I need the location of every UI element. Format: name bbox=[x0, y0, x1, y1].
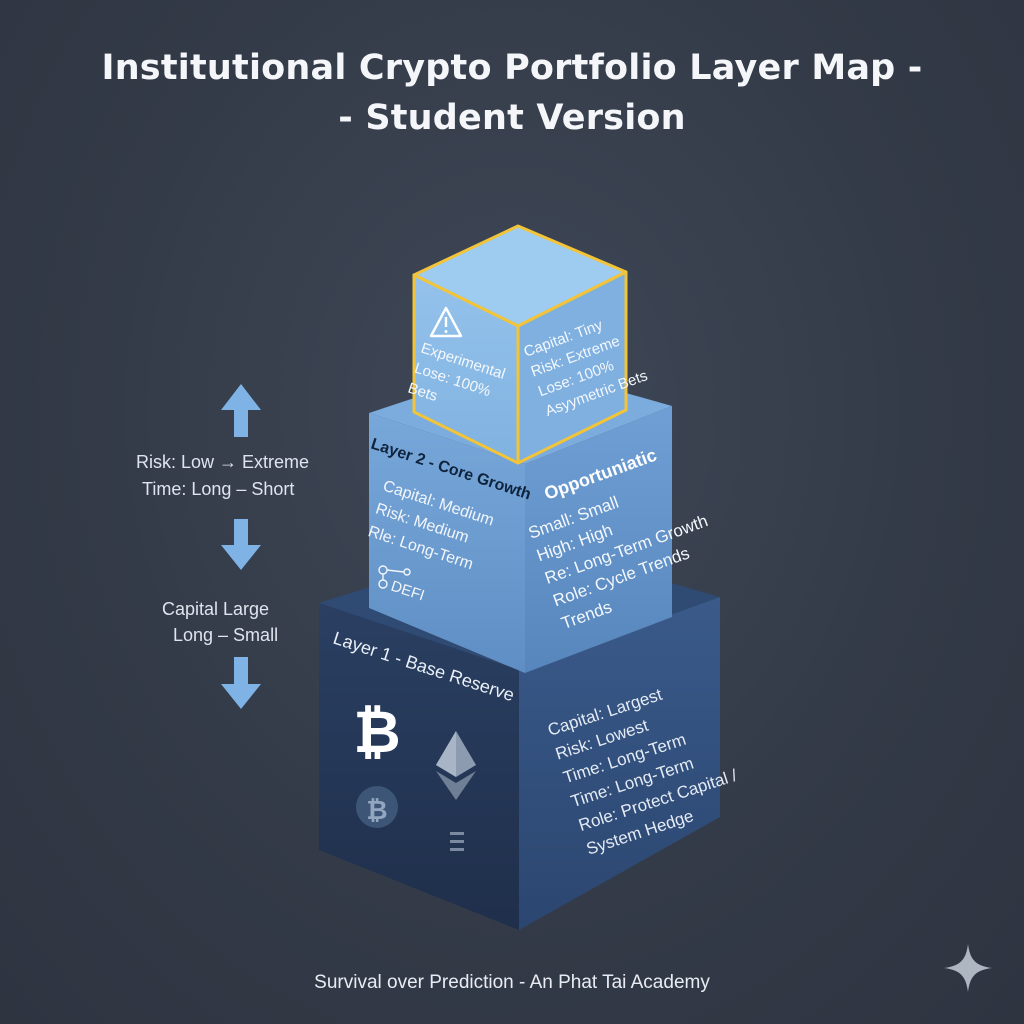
page-title-line-2: - Student Version bbox=[338, 98, 686, 138]
bitcoin-icon: ₿ bbox=[353, 700, 400, 765]
bitcoin-coin-icon: ₿ bbox=[356, 786, 398, 828]
ethereum-icon bbox=[436, 731, 476, 800]
page-title-line-1: Institutional Crypto Portfolio Layer Map… bbox=[101, 48, 923, 88]
sparkle-icon bbox=[944, 944, 992, 992]
svg-text:₿: ₿ bbox=[366, 795, 387, 825]
legend-risk-label: Risk: Low → Extreme bbox=[136, 452, 310, 472]
legend-time-label: Time: Long – Short bbox=[142, 479, 295, 499]
svg-text:₿: ₿ bbox=[353, 700, 400, 765]
stack-icon bbox=[450, 832, 464, 851]
legend-capital-label: Capital Large bbox=[162, 599, 270, 619]
warning-icon bbox=[429, 306, 463, 338]
down-arrow-icon bbox=[221, 657, 261, 709]
legend-long-small-label: Long – Small bbox=[173, 625, 279, 645]
footer-caption: Survival over Prediction - An Phat Tai A… bbox=[314, 972, 710, 993]
up-arrow-icon bbox=[221, 384, 261, 437]
network-icon bbox=[378, 565, 411, 589]
down-arrow-icon bbox=[221, 519, 261, 570]
